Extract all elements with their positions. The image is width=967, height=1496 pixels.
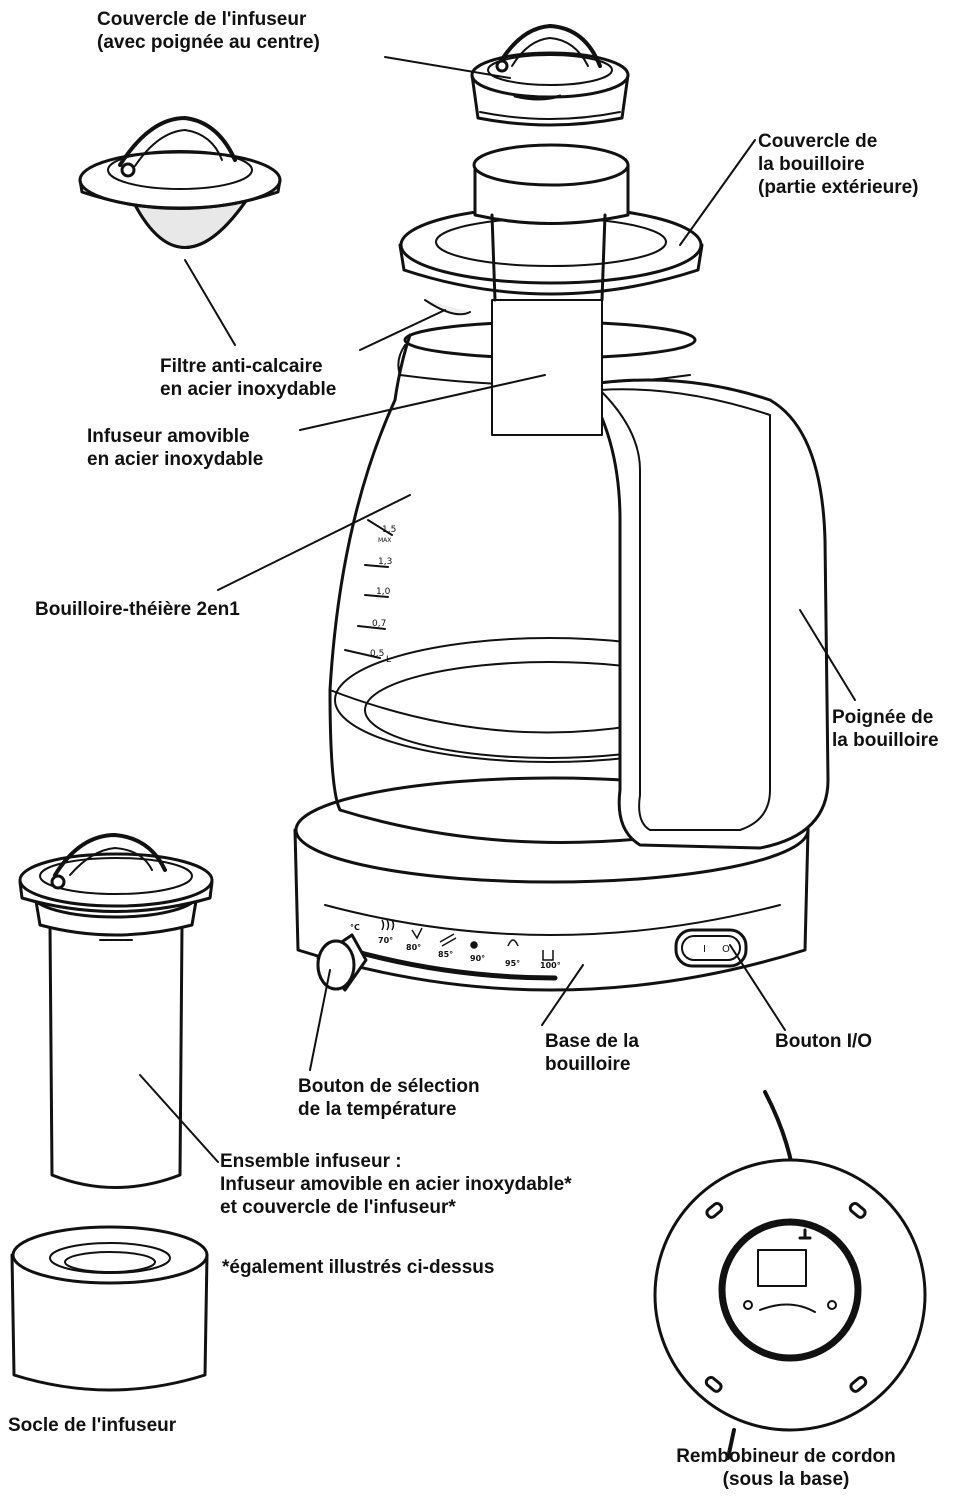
label-line: Bouton I/O	[775, 1031, 873, 1052]
sprout-icon	[507, 939, 519, 947]
temp-setting: 95°	[505, 959, 520, 968]
cord-wrap-drawing	[653, 1090, 927, 1460]
label-line: (sous la base)	[722, 1469, 850, 1490]
label-line: de la température	[298, 1099, 457, 1120]
temp-setting: 90°	[470, 954, 485, 963]
label-line: *également illustrés ci-dessus	[222, 1257, 495, 1278]
power-button-drawing	[674, 928, 748, 968]
temp-setting: 100°	[540, 961, 561, 970]
label-line: Rembobineur de cordon	[676, 1446, 896, 1467]
infuser-stand-drawing	[10, 1225, 209, 1392]
label-scale-filter: Filtre anti-calcaire en acier inoxydable	[160, 355, 336, 401]
label-temp-knob: Bouton de sélection de la température	[298, 1075, 480, 1121]
label-line: Filtre anti-calcaire	[160, 356, 323, 377]
temp-knob-drawing	[316, 933, 368, 992]
label-line: la bouilloire	[758, 154, 865, 175]
label-line: la bouilloire	[832, 730, 939, 751]
label-line: en acier inoxydable	[87, 449, 264, 470]
water-mark: 1,3	[378, 557, 392, 567]
water-mark: 0,5	[370, 649, 384, 659]
label-line: Base de la	[545, 1031, 639, 1052]
label-footnote: *également illustrés ci-dessus	[222, 1256, 494, 1279]
kettle-drawing	[293, 143, 830, 992]
water-mark: 1,0	[376, 587, 391, 597]
infuser-set-drawing	[18, 833, 214, 1189]
label-line: et couvercle de l'infuseur*	[220, 1197, 456, 1218]
temp-unit: °C	[350, 923, 360, 932]
label-line: Couvercle de l'infuseur	[97, 9, 307, 30]
label-base: Base de la bouilloire	[545, 1030, 639, 1076]
label-line: Ensemble infuseur :	[220, 1151, 402, 1172]
power-on-symbol: I	[703, 944, 706, 955]
label-removable-infuser: Infuseur amovible en acier inoxydable	[87, 425, 263, 471]
label-line: bouilloire	[545, 1054, 631, 1075]
label-cord-wrap: Rembobineur de cordon (sous la base)	[650, 1445, 922, 1491]
leaf-icon	[411, 927, 423, 940]
leaf-icon	[439, 933, 457, 947]
filter-lid-drawing	[78, 116, 282, 249]
tea-icon	[470, 941, 478, 949]
temp-setting: 80°	[406, 943, 421, 952]
water-unit: L	[386, 655, 391, 665]
label-line: Socle de l'infuseur	[8, 1415, 177, 1436]
label-kettle-lid: Couvercle de la bouilloire (partie extér…	[758, 130, 919, 199]
label-line: Bouilloire-théière 2en1	[35, 599, 240, 620]
water-mark: 1,5	[382, 525, 396, 535]
label-line: (partie extérieure)	[758, 177, 919, 198]
label-infuser-set: Ensemble infuseur : Infuseur amovible en…	[220, 1150, 572, 1219]
power-off-symbol: O	[722, 944, 730, 955]
leader-lines	[139, 56, 856, 1163]
water-scale: 1,5 MAX 1,3 1,0 0,7 0,5 L	[370, 525, 396, 665]
power-switch-symbols: I O	[703, 944, 730, 955]
temperature-icons	[381, 919, 554, 961]
label-handle: Poignée de la bouilloire	[832, 706, 939, 752]
label-infuser-lid: Couvercle de l'infuseur (avec poignée au…	[97, 8, 320, 54]
label-line: Bouton de sélection	[298, 1076, 480, 1097]
water-max-label: MAX	[378, 537, 391, 544]
cup-icon	[542, 950, 554, 961]
label-line: (avec poignée au centre)	[97, 32, 320, 53]
infuser-lid-drawing	[470, 24, 630, 127]
steam-icon	[381, 919, 395, 931]
label-infuser-stand: Socle de l'infuseur	[8, 1414, 176, 1437]
label-line: Infuseur amovible	[87, 426, 250, 447]
label-power-button: Bouton I/O	[775, 1030, 872, 1053]
temperature-scale: °C 70° 80° 85° 90° 95° 100°	[350, 923, 561, 970]
label-line: Poignée de	[832, 707, 934, 728]
label-kettle: Bouilloire-théière 2en1	[35, 598, 240, 621]
label-line: Couvercle de	[758, 131, 878, 152]
water-mark: 0,7	[372, 619, 386, 629]
label-line: en acier inoxydable	[160, 379, 337, 400]
label-line: Infuseur amovible en acier inoxydable*	[220, 1174, 572, 1195]
temp-setting: 85°	[438, 950, 453, 959]
temp-setting: 70°	[378, 936, 393, 945]
